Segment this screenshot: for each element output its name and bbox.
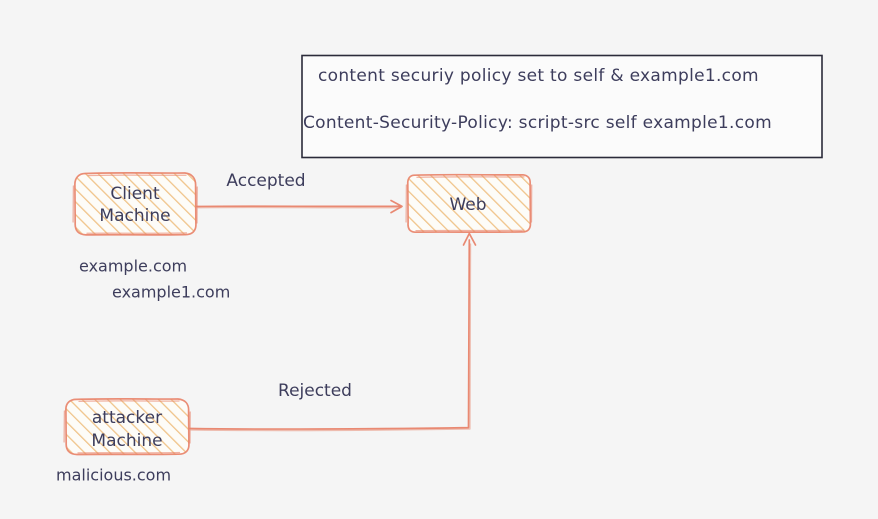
csp-callout-border: [301, 54, 823, 159]
node-web[interactable]: Web: [405, 173, 533, 234]
edge-attacker-to-web[interactable]: Rejected: [189, 232, 477, 432]
csp-callout-line-2: Content-Security-Policy: script-src self…: [303, 113, 772, 133]
annotation-attacker-domain: malicious.com: [56, 466, 171, 485]
node-attacker-machine[interactable]: attacker Machine: [63, 398, 191, 456]
node-attacker-machine-fill: [66, 399, 189, 455]
node-attacker-machine-label-line-2: Machine: [91, 431, 162, 451]
node-web-border: [406, 173, 532, 234]
node-attacker-machine-border: [65, 398, 190, 456]
node-client-machine-label-line-1: Client: [110, 184, 160, 204]
node-attacker-machine-label-line-1: attacker: [92, 408, 162, 428]
node-attacker-machine-border-echo: [63, 400, 191, 454]
annotation-client-domain-primary: example.com: [79, 257, 187, 276]
csp-callout-line-1: content securiy policy set to self & exa…: [318, 66, 759, 86]
node-web-label-line-1: Web: [449, 195, 486, 215]
node-client-machine-border-echo: [72, 174, 198, 234]
edge-attacker-to-web-line-echo: [190, 243, 472, 432]
node-client-machine-label-line-2: Machine: [99, 206, 170, 226]
edge-client-to-web[interactable]: Accepted: [196, 171, 403, 214]
node-client-machine[interactable]: Client Machine: [72, 172, 198, 236]
edge-client-to-web-label: Accepted: [226, 171, 305, 191]
edge-attacker-to-web-label: Rejected: [278, 381, 352, 401]
node-web-border-echo: [405, 176, 533, 232]
node-client-machine-border: [74, 172, 197, 236]
csp-policy-callout: content securiy policy set to self & exa…: [301, 54, 823, 159]
annotation-client-domain-secondary: example1.com: [112, 283, 230, 302]
edge-attacker-to-web-arrowhead: [462, 232, 477, 246]
annotation-group: example.com example1.com malicious.com: [56, 257, 230, 485]
node-web-fill: [408, 175, 530, 232]
node-client-machine-fill: [75, 173, 196, 235]
edge-attacker-to-web-line: [189, 239, 471, 430]
edge-client-to-web-arrowhead: [390, 199, 403, 214]
